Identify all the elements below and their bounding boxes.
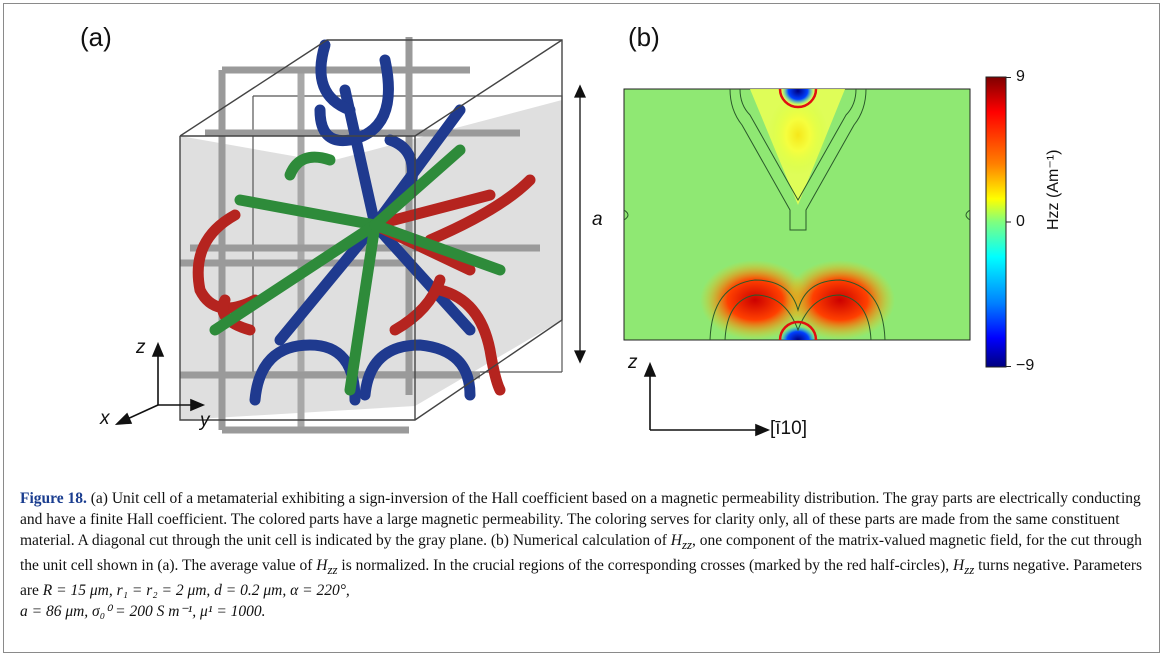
xyz-coordinate-axes	[114, 341, 206, 425]
lattice-constant-label: a	[592, 209, 603, 230]
colorbar	[985, 76, 1011, 368]
caption-seg2: , one component of the matrix-valued mag…	[20, 532, 1142, 575]
colorbar-mid: 0	[1016, 213, 1025, 230]
caption-params2: a = 86 μm, σ₀⁰ = 200 S m⁻¹, μ¹ = 1000.	[20, 603, 266, 621]
panel-b-label: (b)	[628, 22, 660, 52]
green-rods	[209, 144, 506, 396]
caption-h2: H	[316, 557, 328, 575]
caption-seg4: turns negative. Parameters are	[20, 557, 1143, 600]
z-axis-label-a: z	[136, 337, 146, 358]
hzz-field-map	[623, 88, 971, 341]
caption-h1-sub: zz	[682, 537, 693, 553]
red-half-circle-bottom	[778, 320, 818, 340]
direction-label-b: [ī10]	[770, 418, 807, 439]
lattice-dimension-arrow	[573, 84, 587, 364]
red-half-circle-top	[778, 89, 818, 109]
colorbar-max: 9	[1016, 68, 1025, 85]
figure-number: Figure 18.	[20, 490, 87, 507]
caption-params1: R = 15 μm, r₁ = r₂ = 2 μm, d = 0.2 μm, α…	[42, 582, 350, 600]
z-axis-label-b: z	[628, 352, 638, 373]
caption-h1: H	[670, 532, 682, 549]
colorbar-min: −9	[1016, 357, 1035, 374]
figure-caption: Figure 18. (a) Unit cell of a metamateri…	[20, 488, 1145, 622]
caption-seg3: is normalized. In the crucial regions of…	[337, 557, 953, 575]
caption-h3: H	[952, 557, 965, 575]
cube-front-edges	[179, 39, 563, 421]
colorbar-label: Hzz (Am⁻¹)	[1045, 149, 1062, 230]
caption-seg1: (a) Unit cell of a metamaterial exhibiti…	[20, 490, 1141, 549]
panel-a-label: (a)	[80, 22, 112, 52]
caption-h3-sub: zz	[964, 562, 975, 578]
caption-h2-sub: zz	[327, 562, 338, 578]
bottom-hot-left	[700, 260, 810, 340]
panel-b-axes	[643, 361, 771, 437]
x-axis-label-a: x	[100, 408, 110, 429]
y-axis-label-a: y	[200, 410, 210, 431]
unit-cell-3d-render	[114, 37, 587, 434]
